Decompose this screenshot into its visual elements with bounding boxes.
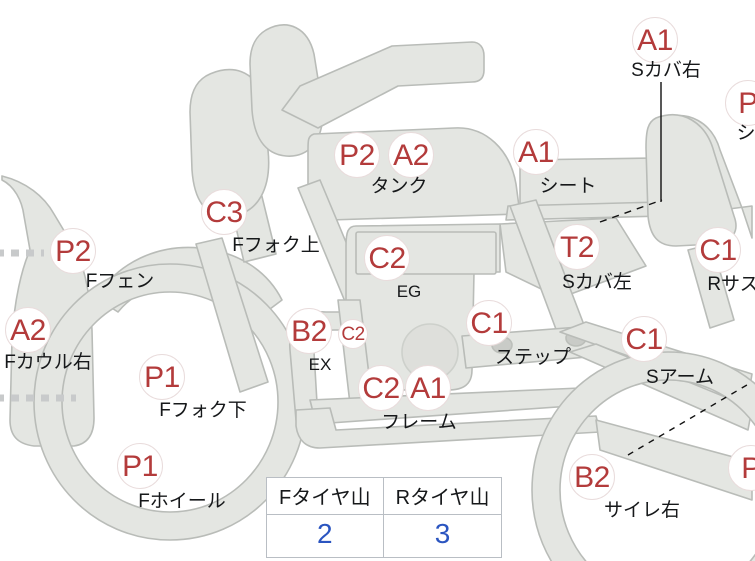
marker-rear-wheel-edge[interactable]: P	[728, 445, 755, 491]
label-swing-arm: Sアーム	[646, 367, 714, 388]
label-shock-top: シ	[736, 123, 755, 144]
tire-tread-table: Fタイヤ山 Rタイヤ山 2 3	[266, 477, 503, 558]
marker-exhaust-sub[interactable]: C2	[338, 319, 368, 349]
cell-front-tire-value[interactable]: 2	[266, 514, 384, 558]
marker-tank-a[interactable]: A2	[388, 132, 434, 178]
leader-line-s-cover-dash	[599, 199, 663, 223]
label-seat: シート	[539, 176, 597, 197]
column-header-rear-tire: Rタイヤ山	[382, 477, 503, 515]
label-front-fork-lower: Fフォク下	[159, 400, 247, 421]
rear-cowl-shape-2	[645, 114, 737, 247]
label-silencer-right: サイレ右	[603, 500, 681, 521]
marker-s-cover-right[interactable]: A1	[632, 17, 678, 63]
marker-seat[interactable]: A1	[513, 129, 559, 175]
frame-cradle-shape	[295, 407, 601, 449]
marker-front-cowl-right[interactable]: A2	[5, 307, 51, 353]
marker-frame-c[interactable]: C2	[358, 365, 404, 411]
column-header-front-tire: Fタイヤ山	[266, 477, 384, 515]
marker-shock-top[interactable]: P	[725, 80, 755, 126]
label-rear-suspension: Rサス	[707, 274, 755, 295]
marker-swing-arm[interactable]: C1	[621, 316, 667, 362]
label-engine: EG	[396, 282, 422, 301]
table-header-row: Fタイヤ山 Rタイヤ山	[266, 477, 503, 515]
leader-lines	[599, 82, 753, 456]
silencer-shape	[595, 419, 753, 501]
label-exhaust: EX	[308, 355, 332, 374]
marker-step[interactable]: C1	[466, 300, 512, 346]
marker-front-fork-upper[interactable]: C3	[201, 189, 247, 235]
label-s-cover-right: Sカバ右	[631, 60, 701, 81]
marker-tank-p[interactable]: P2	[334, 132, 380, 178]
marker-exhaust[interactable]: B2	[286, 308, 332, 354]
marker-silencer-right[interactable]: B2	[569, 454, 615, 500]
label-front-cowl-right: Fカウル右	[4, 352, 92, 373]
label-frame: フレーム	[381, 412, 457, 433]
rear-wheel-shape	[531, 351, 755, 561]
marker-front-fork-lower[interactable]: P1	[139, 354, 185, 400]
cell-rear-tire-value[interactable]: 3	[382, 514, 503, 558]
label-s-cover-left: Sカバ左	[562, 272, 632, 293]
label-step: ステップ	[494, 347, 572, 368]
marker-front-fender[interactable]: P2	[50, 228, 96, 274]
label-front-wheel: Fホイール	[138, 491, 226, 512]
marker-engine[interactable]: C2	[364, 235, 410, 281]
table-row: 2 3	[266, 514, 503, 558]
mirror-blob-shape	[249, 24, 324, 157]
handlebar-shape	[281, 41, 485, 129]
label-tank: タンク	[370, 176, 428, 197]
label-front-fork-upper: Fフォク上	[232, 235, 320, 256]
marker-front-wheel[interactable]: P1	[117, 443, 163, 489]
front-fork-lower-shape	[195, 237, 269, 393]
label-front-fender: Fフェン	[85, 271, 155, 292]
marker-rear-suspension[interactable]: C1	[695, 227, 741, 273]
marker-s-cover-left[interactable]: T2	[554, 224, 600, 270]
fairing-dash-marks	[0, 249, 76, 402]
marker-frame-a[interactable]: A1	[405, 365, 451, 411]
